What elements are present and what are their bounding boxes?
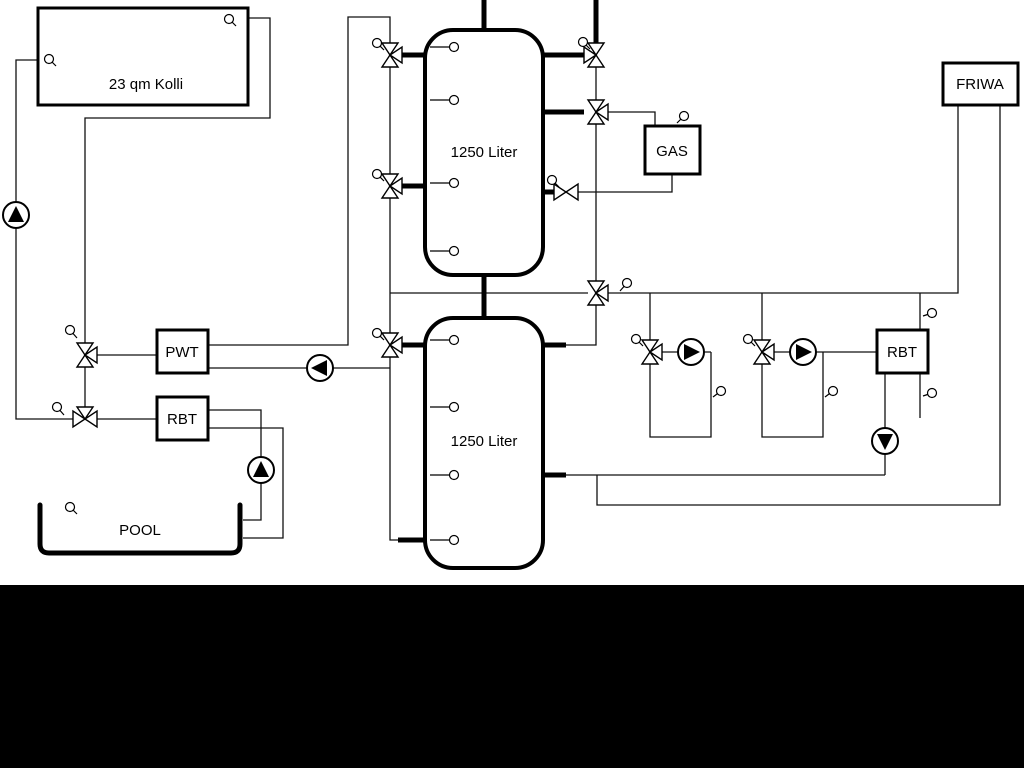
pump-arrow-right-icon: [796, 344, 812, 360]
sensor-tank1-2: [430, 94, 460, 106]
pipe-solar-flow: [84, 17, 271, 343]
friwa-box: [941, 61, 1020, 107]
friwa-station: FRIWA: [941, 61, 1020, 107]
sensor-tank1-4: [430, 245, 460, 257]
rbt-left: RBT: [155, 395, 210, 442]
sensor-tank2-1: [430, 334, 460, 346]
pipe-tank2-bottom-return: [389, 368, 400, 541]
valve-tank1-top-left: [380, 42, 403, 68]
pwt-heat-exchanger: PWT: [155, 328, 210, 375]
rbt-right-label: RBT: [887, 344, 917, 361]
gas-boiler: GAS: [643, 124, 702, 176]
rbt-left-label: RBT: [167, 411, 197, 428]
sensor-collector-left: [43, 53, 57, 67]
pipe-network: [15, 16, 1001, 541]
pump-arrow-right-icon: [684, 344, 700, 360]
pump-solar: [2, 201, 30, 229]
buffer-tank-2-label: 1250 Liter: [451, 433, 518, 450]
pool-basin: [37, 502, 243, 556]
gas-boiler-box: [643, 124, 702, 176]
pump-heating-circuit-1: [677, 338, 705, 366]
sensor-valve-tank1-top: [371, 37, 385, 51]
buffer-tank-1-body: [423, 28, 545, 277]
solar-collector-box: [36, 6, 250, 107]
pump-pool: [247, 456, 275, 484]
sensor-pool: [64, 501, 78, 515]
pipe-gas-return: [578, 174, 673, 193]
friwa-label: FRIWA: [956, 76, 1004, 93]
sensor-valve-gas-return: [546, 174, 560, 188]
valve-heating-circuit-1: [640, 339, 663, 365]
rbt-right: RBT: [875, 328, 930, 375]
pump-pwt-charge: [306, 354, 334, 382]
buffer-tank-2-body: [423, 316, 545, 570]
pipe-valve7-tank2: [566, 305, 597, 346]
pump-rbt-right: [871, 427, 899, 455]
gas-boiler-label: GAS: [656, 143, 688, 160]
buffer-tank-1-label: 1250 Liter: [451, 144, 518, 161]
pipe-friwa-return: [596, 105, 1001, 506]
sensor-circuit-2: [824, 385, 839, 398]
sensor-valve-tank1-right: [577, 36, 591, 50]
footer-black-bar: [0, 585, 1024, 768]
pwt-box: [155, 328, 210, 375]
sensor-circuit-1: [712, 385, 727, 398]
valve-header-mixer: [586, 280, 609, 306]
valve-heating-circuit-2: [752, 339, 775, 365]
pump-heating-circuit-2: [789, 338, 817, 366]
pipe-solar-return: [15, 59, 73, 420]
sensor-valve-tank2-top: [371, 327, 385, 341]
pipe-pwt-charge-upper: [208, 16, 391, 346]
valve-tank2-top-left: [380, 332, 403, 358]
buffer-tank-1: 1250 Liter: [423, 28, 545, 277]
sensor-header-valve: [619, 277, 633, 292]
solar-collector-label: 23 qm Kolli: [109, 76, 183, 93]
valve-tank1-mid-left: [380, 173, 403, 199]
pump-arrow-left-icon: [311, 360, 327, 376]
thick-connections: [398, 0, 599, 543]
rbt-right-box: [875, 328, 930, 375]
sensor-tank2-3: [430, 469, 460, 481]
sensor-rbt-right-bottom: [922, 387, 938, 399]
sensor-valve-tank1-mid: [371, 168, 385, 182]
sensor-rbt-right-top: [922, 307, 938, 319]
sensor-tank1-1: [430, 41, 460, 53]
pool-label: POOL: [119, 522, 161, 539]
pump-arrow-down-icon: [877, 434, 893, 450]
pump-arrow-up-icon: [253, 461, 269, 477]
pipe-header-friwa: [608, 105, 959, 294]
valve-solar-rbt: [72, 406, 98, 429]
sensor-valve-circuit-2: [742, 333, 756, 347]
valve-gas-flow: [586, 99, 609, 125]
sensor-tank2-4: [430, 534, 460, 546]
sensor-collector-top: [223, 13, 237, 27]
sensor-valve-solar-pwt: [64, 324, 78, 339]
valve-tank1-top-right: [583, 42, 606, 68]
sensor-valve-circuit-1: [630, 333, 644, 347]
valve-gas-return: [553, 182, 579, 202]
solar-collector: 23 qm Kolli: [36, 6, 250, 107]
sensor-valve-solar-rbt: [51, 401, 65, 416]
pipe-pool-return: [208, 427, 284, 539]
sensor-tank1-3: [430, 177, 460, 189]
sensor-tank2-2: [430, 401, 460, 413]
sensor-gas-top: [676, 110, 690, 124]
pump-arrow-up-icon: [8, 206, 24, 222]
pool: POOL: [37, 502, 243, 556]
buffer-tank-2: 1250 Liter: [423, 316, 545, 570]
valve-solar-pwt: [75, 342, 98, 368]
pwt-label: PWT: [165, 344, 198, 361]
rbt-left-box: [155, 395, 210, 442]
pipe-gas-flow: [608, 111, 656, 126]
